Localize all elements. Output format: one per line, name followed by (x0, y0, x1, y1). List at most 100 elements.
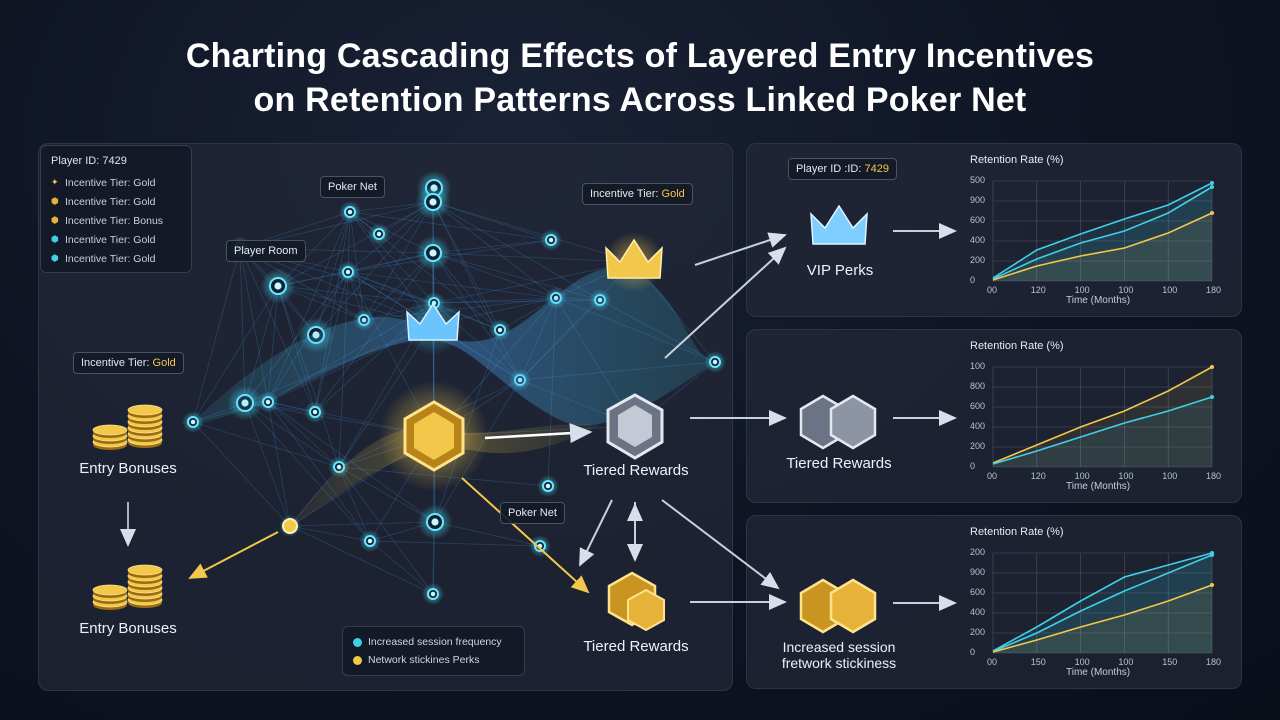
y-tick-label: 0 (970, 461, 976, 471)
series-point (1210, 365, 1214, 369)
mesh-link (432, 201, 601, 301)
x-tick-label: 100 (1118, 657, 1134, 667)
mesh-link (289, 525, 434, 595)
y-tick-label: 900 (970, 195, 986, 205)
legend-item: ⬢Incentive Tier: Gold (51, 192, 181, 211)
label-line-2: fretwork stickiness (781, 655, 897, 671)
x-tick-label: 100 (1118, 471, 1134, 481)
gold-hexagon-icon (379, 381, 489, 491)
series-point (1210, 553, 1214, 557)
y-tick-label: 200 (970, 255, 986, 265)
series-area (993, 585, 1212, 653)
teal-dot-icon (353, 637, 362, 647)
mesh-link (192, 247, 241, 423)
sparkle-icon: ✦ (51, 177, 59, 187)
x-tick-label: 180 (1206, 285, 1222, 295)
y-tick-label: 200 (970, 627, 986, 637)
y-tick-label: 0 (970, 647, 976, 657)
network-node-core (545, 483, 551, 489)
mesh-link (277, 285, 435, 304)
mesh-link (433, 297, 557, 304)
flow-legend-item: Network stickines Perks (353, 651, 514, 669)
mesh-link (349, 211, 435, 304)
chart-title: Retention Rate (%) (970, 154, 1064, 166)
y-tick-label: 600 (970, 587, 986, 597)
gold-crown-icon (604, 232, 664, 292)
mesh-link (347, 201, 434, 273)
mesh-link (315, 211, 351, 336)
network-node-core (431, 518, 439, 526)
x-tick-label: 120 (1030, 471, 1046, 481)
y-tick-label: 900 (970, 567, 986, 577)
x-tick-label: 100 (1074, 471, 1090, 481)
tag-incentive-tier-center: Incentive Tier: Gold (582, 183, 693, 205)
mesh-link (363, 201, 434, 321)
mesh-link (347, 271, 435, 304)
title-line-1: Charting Cascading Effects of Layered En… (185, 37, 1095, 75)
mesh-link (434, 521, 541, 547)
mesh-link (369, 540, 434, 595)
legend-item-label: Incentive Tier: Gold (65, 233, 156, 246)
series-point (1210, 181, 1214, 185)
arrow-crown-to-vip2 (664, 246, 787, 359)
legend-item: ⬢Incentive Tier: Gold (51, 230, 181, 249)
mesh-link (289, 525, 371, 542)
series-area (993, 183, 1212, 281)
arrow-to-entry-bottom (188, 531, 279, 579)
network-node-core (347, 209, 353, 215)
y-tick-label: 0 (970, 275, 976, 285)
flow-ribbon-gold (290, 424, 600, 528)
label-line-1: Increased session (782, 639, 896, 655)
y-tick-label: 500 (970, 175, 986, 185)
gold-double-hexagon-icon (607, 571, 665, 632)
mesh-link (267, 401, 371, 542)
mesh-link (432, 252, 557, 299)
x-tick-label: 120 (1030, 285, 1046, 295)
x-tick-label: 100 (1118, 285, 1134, 295)
mesh-link (432, 239, 552, 254)
x-tick-label: 180 (1206, 657, 1222, 667)
mesh-link (349, 211, 552, 241)
network-node-core (548, 237, 554, 243)
series-line (992, 396, 1213, 465)
blue-crown-icon (403, 295, 463, 355)
legend-item: ✦Incentive Tier: Gold (51, 173, 181, 192)
y-tick-label: 400 (970, 421, 986, 431)
arrow-hex-to-tiered (484, 423, 593, 444)
series-area (993, 187, 1212, 281)
series-point (1210, 395, 1214, 399)
x-tick-label: 180 (1206, 471, 1222, 481)
network-node-core (265, 399, 271, 405)
series-point (1210, 211, 1214, 215)
label-tiered-rewards-center: Tiered Rewards (583, 462, 689, 479)
mesh-link (239, 247, 316, 413)
x-tick-label: 00 (987, 657, 998, 667)
y-tick-label: 800 (970, 381, 986, 391)
series-area (993, 367, 1212, 467)
series-line (992, 186, 1213, 280)
silver-hexagon-icon (606, 393, 664, 460)
tag-incentive-tier-left: Incentive Tier: Gold (73, 352, 184, 374)
mesh-link (192, 421, 291, 527)
series-point (1210, 583, 1214, 587)
gold-dot-icon (353, 655, 362, 665)
network-node-core (312, 409, 318, 415)
mesh-link (244, 402, 371, 542)
series-line (992, 182, 1213, 279)
tag-poker-net-top: Poker Net (320, 176, 385, 198)
series-area (993, 555, 1212, 653)
mesh-link (267, 401, 291, 527)
mesh-link (432, 201, 552, 241)
label-tiered-rewards-bottom: Tiered Rewards (583, 638, 689, 655)
mesh-link (338, 271, 349, 468)
y-tick-label: 600 (970, 215, 986, 225)
tag-value: Gold (661, 188, 685, 200)
mesh-link (244, 402, 291, 527)
flow-ribbon-blue (195, 267, 715, 426)
player-legend: Player ID: 7429 ✦Incentive Tier: Gold ⬢I… (40, 145, 192, 273)
tag-player-room: Player Room (226, 240, 306, 262)
page-title: Charting Cascading Effects of Layered En… (0, 34, 1280, 122)
legend-item: ⬢Incentive Tier: Gold (51, 249, 181, 268)
